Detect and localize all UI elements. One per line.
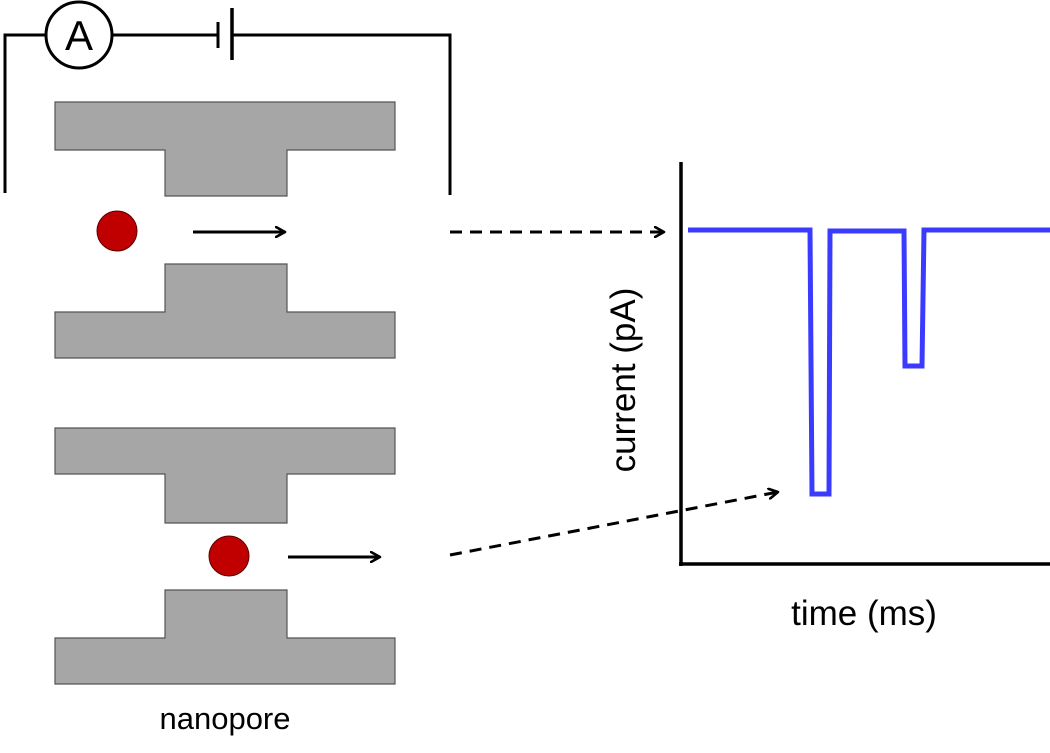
ammeter-icon: A — [44, 0, 114, 70]
membrane-lower — [54, 263, 396, 359]
nanopore-label: nanopore — [159, 701, 290, 736]
circuit-wire-left — [3, 33, 45, 193]
current-trace — [688, 227, 1050, 497]
circuit: A — [3, 0, 452, 195]
membrane-upper — [54, 101, 396, 197]
x-axis-label: time (ms) — [791, 594, 937, 633]
dashed-arrow-blockade — [449, 492, 778, 557]
nanopore-top — [54, 101, 396, 359]
membrane-upper — [54, 427, 396, 524]
membrane-lower — [54, 589, 396, 685]
nanopore-bottom — [54, 427, 396, 685]
circuit-wire-right — [232, 33, 452, 195]
battery-icon — [216, 8, 234, 60]
particle-icon — [96, 210, 138, 252]
particle-icon — [208, 535, 250, 577]
y-axis-label: current (pA) — [604, 288, 643, 473]
ammeter-symbol: A — [65, 12, 93, 59]
current-plot: current (pA) time (ms) — [604, 162, 1050, 633]
